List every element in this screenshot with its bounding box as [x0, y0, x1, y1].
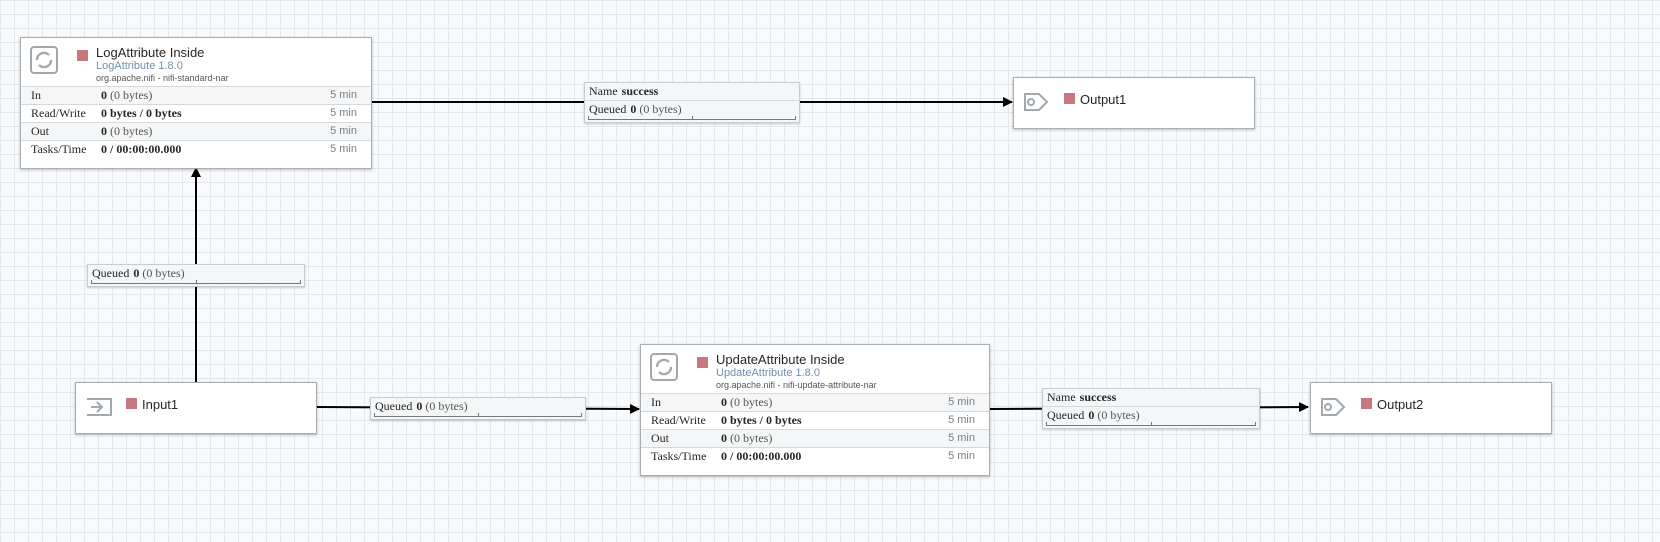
stat-label: Out: [651, 431, 669, 445]
stat-row-read-write: Read/Write 0 bytes / 0 bytes 5 min: [641, 411, 989, 429]
stopped-status-icon: [697, 357, 708, 368]
stopped-status-icon: [77, 50, 88, 61]
stat-label: Tasks/Time: [31, 142, 87, 156]
stat-row-in: In 0 (0 bytes) 5 min: [641, 393, 989, 411]
processor-name: LogAttribute Inside: [96, 45, 205, 60]
processor-name: UpdateAttribute Inside: [716, 352, 845, 367]
processor-version: UpdateAttribute 1.8.0: [716, 367, 820, 379]
processor-bundle: org.apache.nifi - nifi-update-attribute-…: [716, 380, 877, 390]
processor-stats: In 0 (0 bytes) 5 min Read/Write 0 bytes …: [641, 393, 989, 465]
stat-label: Read/Write: [651, 413, 706, 427]
queued-count: 0: [630, 102, 637, 116]
stat-value: 0 / 00:00:00.000: [721, 449, 802, 463]
stopped-status-icon: [1361, 398, 1372, 409]
output-port-output1[interactable]: Output1: [1013, 77, 1255, 129]
input-port-input1[interactable]: Input1: [75, 382, 317, 434]
stat-period: 5 min: [330, 107, 357, 119]
stat-row-tasks-time: Tasks/Time 0 / 00:00:00.000 5 min: [641, 447, 989, 465]
stat-value: 0 bytes / 0 bytes: [721, 413, 802, 427]
stopped-status-icon: [1064, 93, 1075, 104]
connection-name: success: [621, 84, 659, 98]
connection-name-label: Name: [1047, 390, 1076, 404]
queued-size: (0 bytes): [1097, 408, 1140, 422]
stat-label: In: [651, 395, 661, 409]
stat-row-out: Out 0 (0 bytes) 5 min: [641, 429, 989, 447]
connection-name: success: [1079, 390, 1117, 404]
queue-bar: [588, 116, 796, 120]
queued-label: Queued: [589, 102, 627, 116]
stat-period: 5 min: [948, 396, 975, 408]
processor-icon: [650, 353, 678, 381]
stat-period: 5 min: [330, 143, 357, 155]
stopped-status-icon: [126, 398, 137, 409]
stat-value: 0 (0 bytes): [721, 431, 773, 445]
output-port-icon: [1024, 93, 1049, 111]
stat-label: In: [31, 88, 41, 102]
port-name: Output2: [1377, 397, 1424, 412]
connection-name-label: Name: [589, 84, 618, 98]
processor-log-attribute[interactable]: LogAttribute Inside LogAttribute 1.8.0 o…: [20, 37, 372, 169]
queued-count: 0: [416, 399, 423, 413]
processor-version: LogAttribute 1.8.0: [96, 60, 183, 72]
stat-label: Tasks/Time: [651, 449, 707, 463]
stat-label: Read/Write: [31, 106, 86, 120]
stat-row-tasks-time: Tasks/Time 0 / 00:00:00.000 5 min: [21, 140, 371, 158]
stat-value: 0 (0 bytes): [721, 395, 773, 409]
processor-stats: In 0 (0 bytes) 5 min Read/Write 0 bytes …: [21, 86, 371, 158]
processor-update-attribute[interactable]: UpdateAttribute Inside UpdateAttribute 1…: [640, 344, 990, 476]
queued-label: Queued: [1047, 408, 1085, 422]
stat-period: 5 min: [948, 450, 975, 462]
stat-period: 5 min: [948, 432, 975, 444]
stat-row-out: Out 0 (0 bytes) 5 min: [21, 122, 371, 140]
queued-label: Queued: [375, 399, 413, 413]
queue-bar: [91, 280, 301, 284]
queue-bar: [1046, 422, 1256, 426]
processor-bundle: org.apache.nifi - nifi-standard-nar: [96, 73, 229, 83]
stat-value: 0 bytes / 0 bytes: [101, 106, 182, 120]
stat-row-in: In 0 (0 bytes) 5 min: [21, 86, 371, 104]
processor-icon: [30, 46, 58, 74]
stat-period: 5 min: [330, 125, 357, 137]
queued-count: 0: [1088, 408, 1095, 422]
stat-row-read-write: Read/Write 0 bytes / 0 bytes 5 min: [21, 104, 371, 122]
input-port-icon: [87, 398, 112, 416]
queued-count: 0: [133, 266, 140, 280]
queued-size: (0 bytes): [639, 102, 682, 116]
queued-size: (0 bytes): [142, 266, 185, 280]
output-port-icon: [1321, 398, 1346, 416]
stat-period: 5 min: [948, 414, 975, 426]
queued-size: (0 bytes): [425, 399, 468, 413]
stat-label: Out: [31, 124, 49, 138]
port-name: Input1: [142, 397, 179, 412]
queue-bar: [374, 413, 582, 417]
stat-value: 0 (0 bytes): [101, 88, 153, 102]
port-name: Output1: [1080, 92, 1127, 107]
queued-label: Queued: [92, 266, 130, 280]
stat-period: 5 min: [330, 89, 357, 101]
stat-value: 0 (0 bytes): [101, 124, 153, 138]
stat-value: 0 / 00:00:00.000: [101, 142, 182, 156]
output-port-output2[interactable]: Output2: [1310, 382, 1552, 434]
